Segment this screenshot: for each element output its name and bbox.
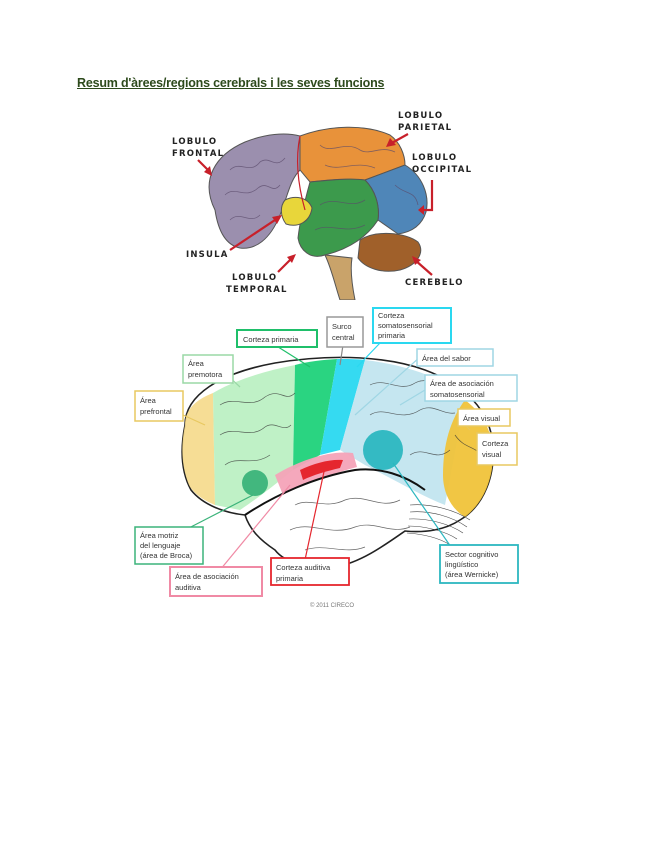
area-wernicke-region <box>363 430 403 470</box>
label-temporal-2: TEMPORAL <box>226 285 288 295</box>
svg-text:Área: Área <box>188 359 205 368</box>
svg-text:Corteza: Corteza <box>378 311 405 320</box>
cerebellum-lines <box>406 504 471 546</box>
box-area-asociacion-auditiva: Área de asociación auditiva <box>169 566 263 597</box>
label-insula: INSULA <box>186 250 229 260</box>
svg-text:lingüístico: lingüístico <box>445 560 478 569</box>
svg-text:central: central <box>332 333 355 342</box>
svg-text:Corteza: Corteza <box>482 439 509 448</box>
svg-text:(área de Broca): (área de Broca) <box>140 551 193 560</box>
brain-functions-figure: Corteza primaria Surco central Corteza s… <box>134 307 519 609</box>
brainstem <box>324 254 356 300</box>
label-occipital-2: OCCIPITAL <box>412 165 472 175</box>
svg-text:Área motriz: Área motriz <box>140 531 179 540</box>
box-area-motriz: Área motriz del lenguaje (área de Broca) <box>134 526 204 565</box>
box-area-premotora: Área premotora <box>182 354 234 384</box>
insula <box>280 196 313 226</box>
label-cerebelo: CEREBELO <box>405 278 464 288</box>
label-arrows <box>197 133 434 276</box>
svg-text:auditiva: auditiva <box>175 583 202 592</box>
box-area-asociacion-somato: Área de asociación somatosensorial <box>424 374 518 402</box>
document-title: Resum d'àrees/regions cerebrals i les se… <box>77 76 385 90</box>
svg-text:premotora: premotora <box>188 370 223 379</box>
svg-text:Área visual: Área visual <box>463 414 500 423</box>
area-auditory-primary-region <box>300 459 343 480</box>
area-visual-region <box>443 400 493 517</box>
svg-text:Área del sabor: Área del sabor <box>422 354 471 363</box>
svg-text:primaria: primaria <box>276 574 304 583</box>
svg-text:Área de asociación: Área de asociación <box>430 379 494 388</box>
svg-text:(área Wernicke): (área Wernicke) <box>445 570 499 579</box>
gyri-lines <box>224 144 419 231</box>
svg-text:Sector cognitivo: Sector cognitivo <box>445 550 498 559</box>
label-occipital-1: LOBULO <box>412 153 457 163</box>
label-frontal-2: FRONTAL <box>172 149 224 159</box>
label-temporal-1: LOBULO <box>232 273 277 283</box>
cerebellum <box>357 232 422 272</box>
svg-text:del lenguaje: del lenguaje <box>140 541 180 550</box>
area-prefrontal-region <box>182 393 215 505</box>
box-corteza-somatosensorial: Corteza somatosensorial primaria <box>372 307 452 344</box>
svg-text:somatosensorial: somatosensorial <box>430 390 485 399</box>
svg-text:prefrontal: prefrontal <box>140 407 172 416</box>
figure-credit: © 2011 CIRECO <box>310 602 354 609</box>
brain-lobes-figure: LOBULO FRONTAL LOBULO PARIETAL LOBULO OC… <box>172 111 472 300</box>
box-corteza-primaria: Corteza primaria <box>236 329 318 348</box>
svg-text:Área: Área <box>140 396 157 405</box>
area-motor-region <box>293 359 337 470</box>
box-area-visual: Área visual <box>457 408 511 427</box>
area-somatosensory-region <box>320 359 365 455</box>
svg-text:primaria: primaria <box>378 331 406 340</box>
box-area-sabor: Área del sabor <box>416 348 494 367</box>
label-parietal-1: LOBULO <box>398 111 443 121</box>
svg-text:Corteza auditiva: Corteza auditiva <box>276 563 331 572</box>
cortex-gyri <box>219 380 486 551</box>
box-surco-central: Surco central <box>326 316 364 348</box>
temporal-lobe <box>297 178 379 257</box>
svg-text:visual: visual <box>482 450 502 459</box>
box-corteza-auditiva: Corteza auditiva primaria <box>270 557 350 586</box>
label-frontal-1: LOBULO <box>172 137 217 147</box>
label-parietal-2: PARIETAL <box>398 123 452 133</box>
box-area-prefrontal: Área prefrontal <box>134 390 184 422</box>
svg-text:somatosensorial: somatosensorial <box>378 321 433 330</box>
box-corteza-visual: Corteza visual <box>476 432 518 466</box>
svg-text:Corteza primaria: Corteza primaria <box>243 335 299 344</box>
svg-text:Área de asociación: Área de asociación <box>175 572 239 581</box>
svg-text:Surco: Surco <box>332 322 352 331</box>
box-sector-cognitivo: Sector cognitivo lingüístico (área Werni… <box>439 544 519 584</box>
area-broca-region <box>242 470 268 496</box>
